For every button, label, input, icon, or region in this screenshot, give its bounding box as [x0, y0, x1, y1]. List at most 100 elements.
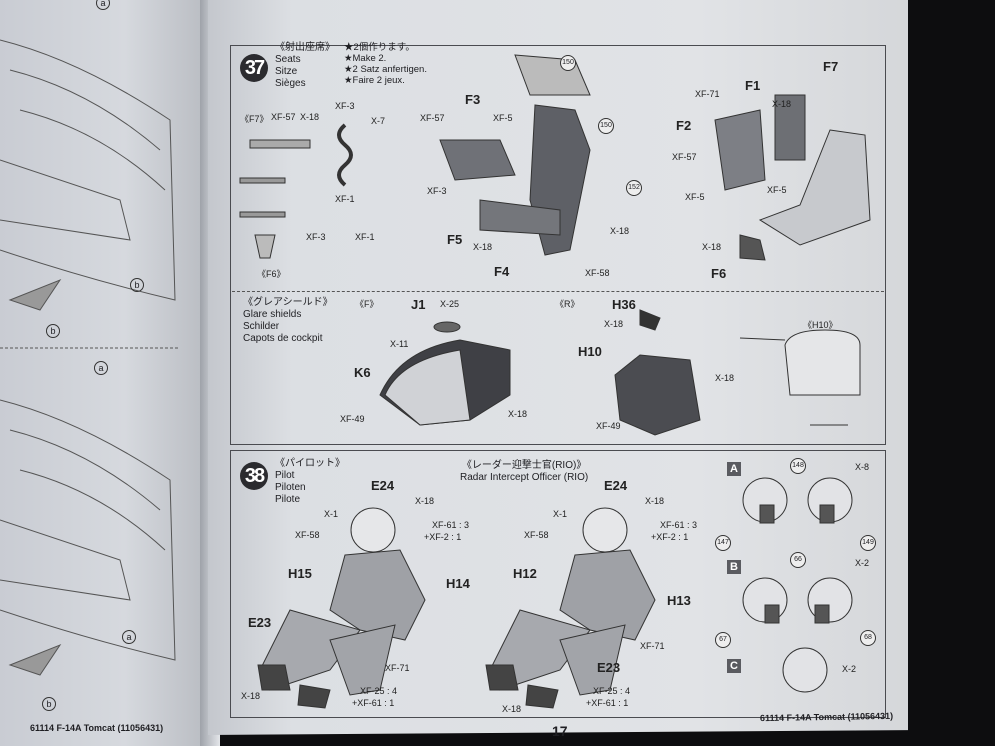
- part-callout: XF-57: [271, 112, 296, 122]
- decal-number-marker: 66: [790, 552, 806, 568]
- part-callout: XF-5: [685, 192, 705, 202]
- step-37-title: 《射出座席》 Seats Sitze Sièges: [275, 42, 335, 90]
- part-callout: F3: [465, 92, 481, 107]
- seat-pan-f5: [479, 199, 561, 236]
- part-callout: XF-3: [335, 101, 355, 111]
- part-callout: H12: [513, 566, 537, 581]
- part-callout: +XF-2 : 1: [651, 532, 689, 542]
- rio-figure: [485, 507, 656, 709]
- step-number-37: 37: [240, 54, 268, 82]
- title-en: Seats: [275, 54, 301, 65]
- part-callout: X-1: [553, 509, 568, 519]
- callout-a: a: [122, 630, 136, 644]
- decal-number-marker: 68: [860, 630, 876, 646]
- step-37-notes: ★2個作ります。 ★Make 2. ★2 Satz anfertigen. ★F…: [344, 42, 427, 86]
- part-callout: X-18: [604, 319, 624, 329]
- part-callout: XF-1: [335, 194, 355, 204]
- part-callout: H10: [578, 344, 602, 359]
- title-de: Piloten: [275, 482, 306, 493]
- part-callout: 《F7》: [240, 114, 269, 124]
- part-callout: X-18: [415, 496, 435, 506]
- step-37-frame: [230, 45, 886, 445]
- part-callout: X-18: [300, 112, 320, 122]
- left-page: a b b a a b 61114 F-14A Tomcat (11056431…: [0, 0, 208, 746]
- variant-c: C: [727, 659, 741, 673]
- title-de: Schilder: [243, 321, 280, 332]
- helmets: [742, 477, 853, 693]
- callout-b: b: [130, 278, 144, 292]
- decal-number-marker: 150: [598, 118, 614, 134]
- rio-title: 《レーダー迎撃士官(RIO)》 Radar Intercept Officer …: [460, 460, 588, 484]
- cushion-f2: [714, 109, 766, 191]
- left-footer: 61114 F-14A Tomcat (11056431): [30, 723, 164, 733]
- section-divider: [232, 291, 884, 292]
- title-jp: 《グレアシールド》: [243, 297, 333, 308]
- decal-number-marker: 67: [715, 632, 731, 648]
- part-callout: XF-58: [585, 268, 610, 278]
- decal-number-marker: 148: [790, 458, 806, 474]
- decal-number-marker: 150: [560, 55, 576, 71]
- part-callout: XF-1: [355, 232, 375, 242]
- part-callout: 《H10》: [803, 320, 838, 330]
- part-callout: X-8: [855, 462, 870, 472]
- part-callout: XF-25 : 4: [593, 686, 631, 696]
- pilot-title: 《パイロット》 Pilot Piloten Pilote: [275, 458, 345, 506]
- part-callout: XF-61 : 3: [660, 520, 698, 530]
- part-callout: X-18: [473, 242, 493, 252]
- variant-a: A: [727, 462, 741, 476]
- part-callout: X-2: [842, 664, 857, 674]
- part-callout: XF-49: [596, 421, 621, 431]
- part-callout: F4: [494, 264, 510, 279]
- part-callout: H13: [667, 593, 691, 608]
- part-callout: XF-57: [672, 152, 697, 162]
- part-callout: X-18: [241, 691, 261, 701]
- part-callout: +XF-61 : 1: [352, 698, 395, 708]
- part-callout: X-18: [508, 409, 528, 419]
- callout-b: b: [46, 324, 60, 338]
- decal-number-marker: 147: [715, 535, 731, 551]
- step-38-frame: [230, 450, 886, 718]
- part-callout: XF-49: [340, 414, 365, 424]
- part-callout: K6: [354, 365, 371, 380]
- part-callout: F1: [745, 78, 761, 93]
- f6-part: [254, 234, 276, 259]
- part-callout: XF-58: [524, 530, 549, 540]
- part-callout: X-18: [502, 704, 522, 714]
- title-en: Glare shields: [243, 309, 302, 320]
- title-fr: Sièges: [275, 78, 306, 89]
- part-callout: XF-25 : 4: [360, 686, 398, 696]
- part-callout: XF-58: [295, 530, 320, 540]
- part-callout: 《F》: [355, 299, 379, 309]
- part-callout: XF-5: [493, 113, 513, 123]
- decal-number-marker: 152: [626, 180, 642, 196]
- part-callout: XF-71: [695, 89, 720, 99]
- seat-cushion-f3: [439, 139, 516, 181]
- part-callout: F7: [823, 59, 839, 74]
- decal-number-marker: 149: [860, 535, 876, 551]
- title-en: Radar Intercept Officer (RIO): [460, 472, 589, 483]
- seat-assembled: [758, 129, 871, 246]
- variant-b: B: [727, 560, 741, 574]
- h10-outline: [784, 329, 861, 396]
- part-callout: X-18: [702, 242, 722, 252]
- glare-shield-h10: [614, 354, 701, 436]
- part-callout: X-18: [610, 226, 630, 236]
- part-callout: +XF-2 : 1: [424, 532, 462, 542]
- part-callout: F2: [676, 118, 692, 133]
- note-jp: ★2個作ります。: [344, 42, 415, 53]
- glare-shields-title: 《グレアシールド》 Glare shields Schilder Capots …: [243, 297, 333, 345]
- callout-a: a: [96, 0, 110, 10]
- title-de: Sitze: [275, 66, 298, 77]
- part-callout: +XF-61 : 1: [586, 698, 629, 708]
- title-fr: Capots de cockpit: [243, 333, 323, 344]
- part-callout: XF-3: [427, 186, 447, 196]
- part-callout: E23: [248, 615, 272, 630]
- part-callout: J1: [411, 297, 426, 312]
- page-number: 17: [552, 723, 568, 739]
- title-en: Pilot: [275, 470, 295, 481]
- title-fr: Pilote: [275, 494, 301, 505]
- f7-part: [249, 139, 311, 149]
- title-jp: 《パイロット》: [275, 458, 345, 469]
- part-callout: F5: [447, 232, 463, 247]
